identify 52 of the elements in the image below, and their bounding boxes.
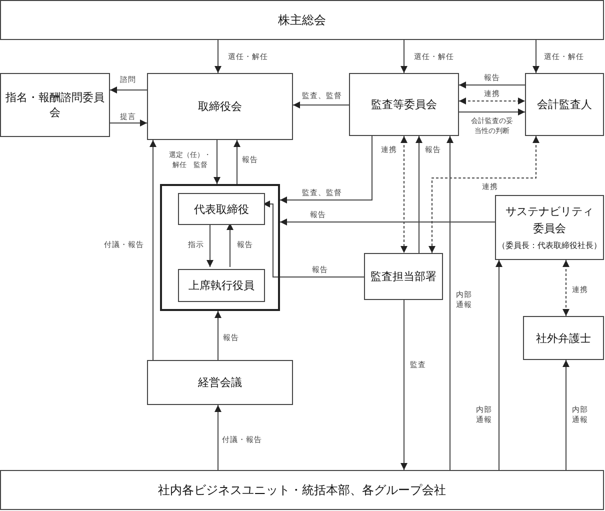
- meeting-box: [147, 360, 293, 405]
- node-title: 株主総会: [278, 12, 326, 28]
- arrow: [458, 82, 526, 88]
- node-title: 監査担当部署: [370, 269, 436, 284]
- arrow: [214, 310, 222, 360]
- node-title: 会計監査人: [537, 97, 592, 112]
- arrow: [214, 404, 222, 470]
- arrow: [206, 222, 214, 268]
- meeting-box: [0, 0, 604, 40]
- board-box: [147, 73, 293, 140]
- node-title: 監査等委員会: [371, 97, 437, 112]
- arrow: [214, 40, 222, 74]
- arrow: [562, 360, 570, 470]
- arrow: [458, 108, 526, 116]
- node-title: 取締役会: [198, 99, 242, 114]
- arrow: [400, 300, 408, 470]
- arrow: [496, 260, 502, 470]
- committee-box: [0, 73, 110, 137]
- node-title: 社内各ビジネスユニット・統括本部、各グループ会社: [158, 482, 446, 498]
- arrow: [446, 136, 454, 470]
- arrow: [532, 40, 540, 74]
- arrow: [280, 136, 372, 204]
- arrow: [226, 222, 234, 268]
- arrow: [292, 102, 350, 108]
- arrow: [214, 140, 220, 184]
- auditor-box: [525, 73, 604, 136]
- node-title: 上席執行役員: [188, 278, 254, 293]
- node-subtitle: （委員長：代表取締役社長）: [498, 240, 602, 252]
- committee-box: [349, 73, 459, 136]
- arrow: [110, 86, 148, 94]
- arrow: [150, 140, 156, 360]
- arrow: [562, 260, 570, 316]
- node-title: 代表取締役: [194, 202, 249, 216]
- node-title: 経営会議: [198, 375, 242, 390]
- department-box: [364, 253, 443, 300]
- arrow: [280, 218, 496, 226]
- lawyer-box: [523, 316, 604, 360]
- arrow: [234, 140, 240, 184]
- node-title: 指名・報酬諮問委員会: [4, 90, 106, 120]
- arrow: [400, 136, 408, 254]
- arrow: [428, 136, 540, 254]
- organization-box: [0, 470, 604, 510]
- arrow: [416, 136, 422, 254]
- arrow: [110, 120, 148, 126]
- executive-box: [178, 269, 265, 302]
- group-frame: [160, 184, 280, 311]
- arrow: [400, 40, 408, 74]
- node-title: サステナビリティ委員会: [504, 204, 594, 237]
- committee-box: [495, 195, 604, 260]
- node-title: 社外弁護士: [536, 330, 591, 346]
- executive-box: [178, 193, 265, 225]
- arrow: [458, 98, 526, 104]
